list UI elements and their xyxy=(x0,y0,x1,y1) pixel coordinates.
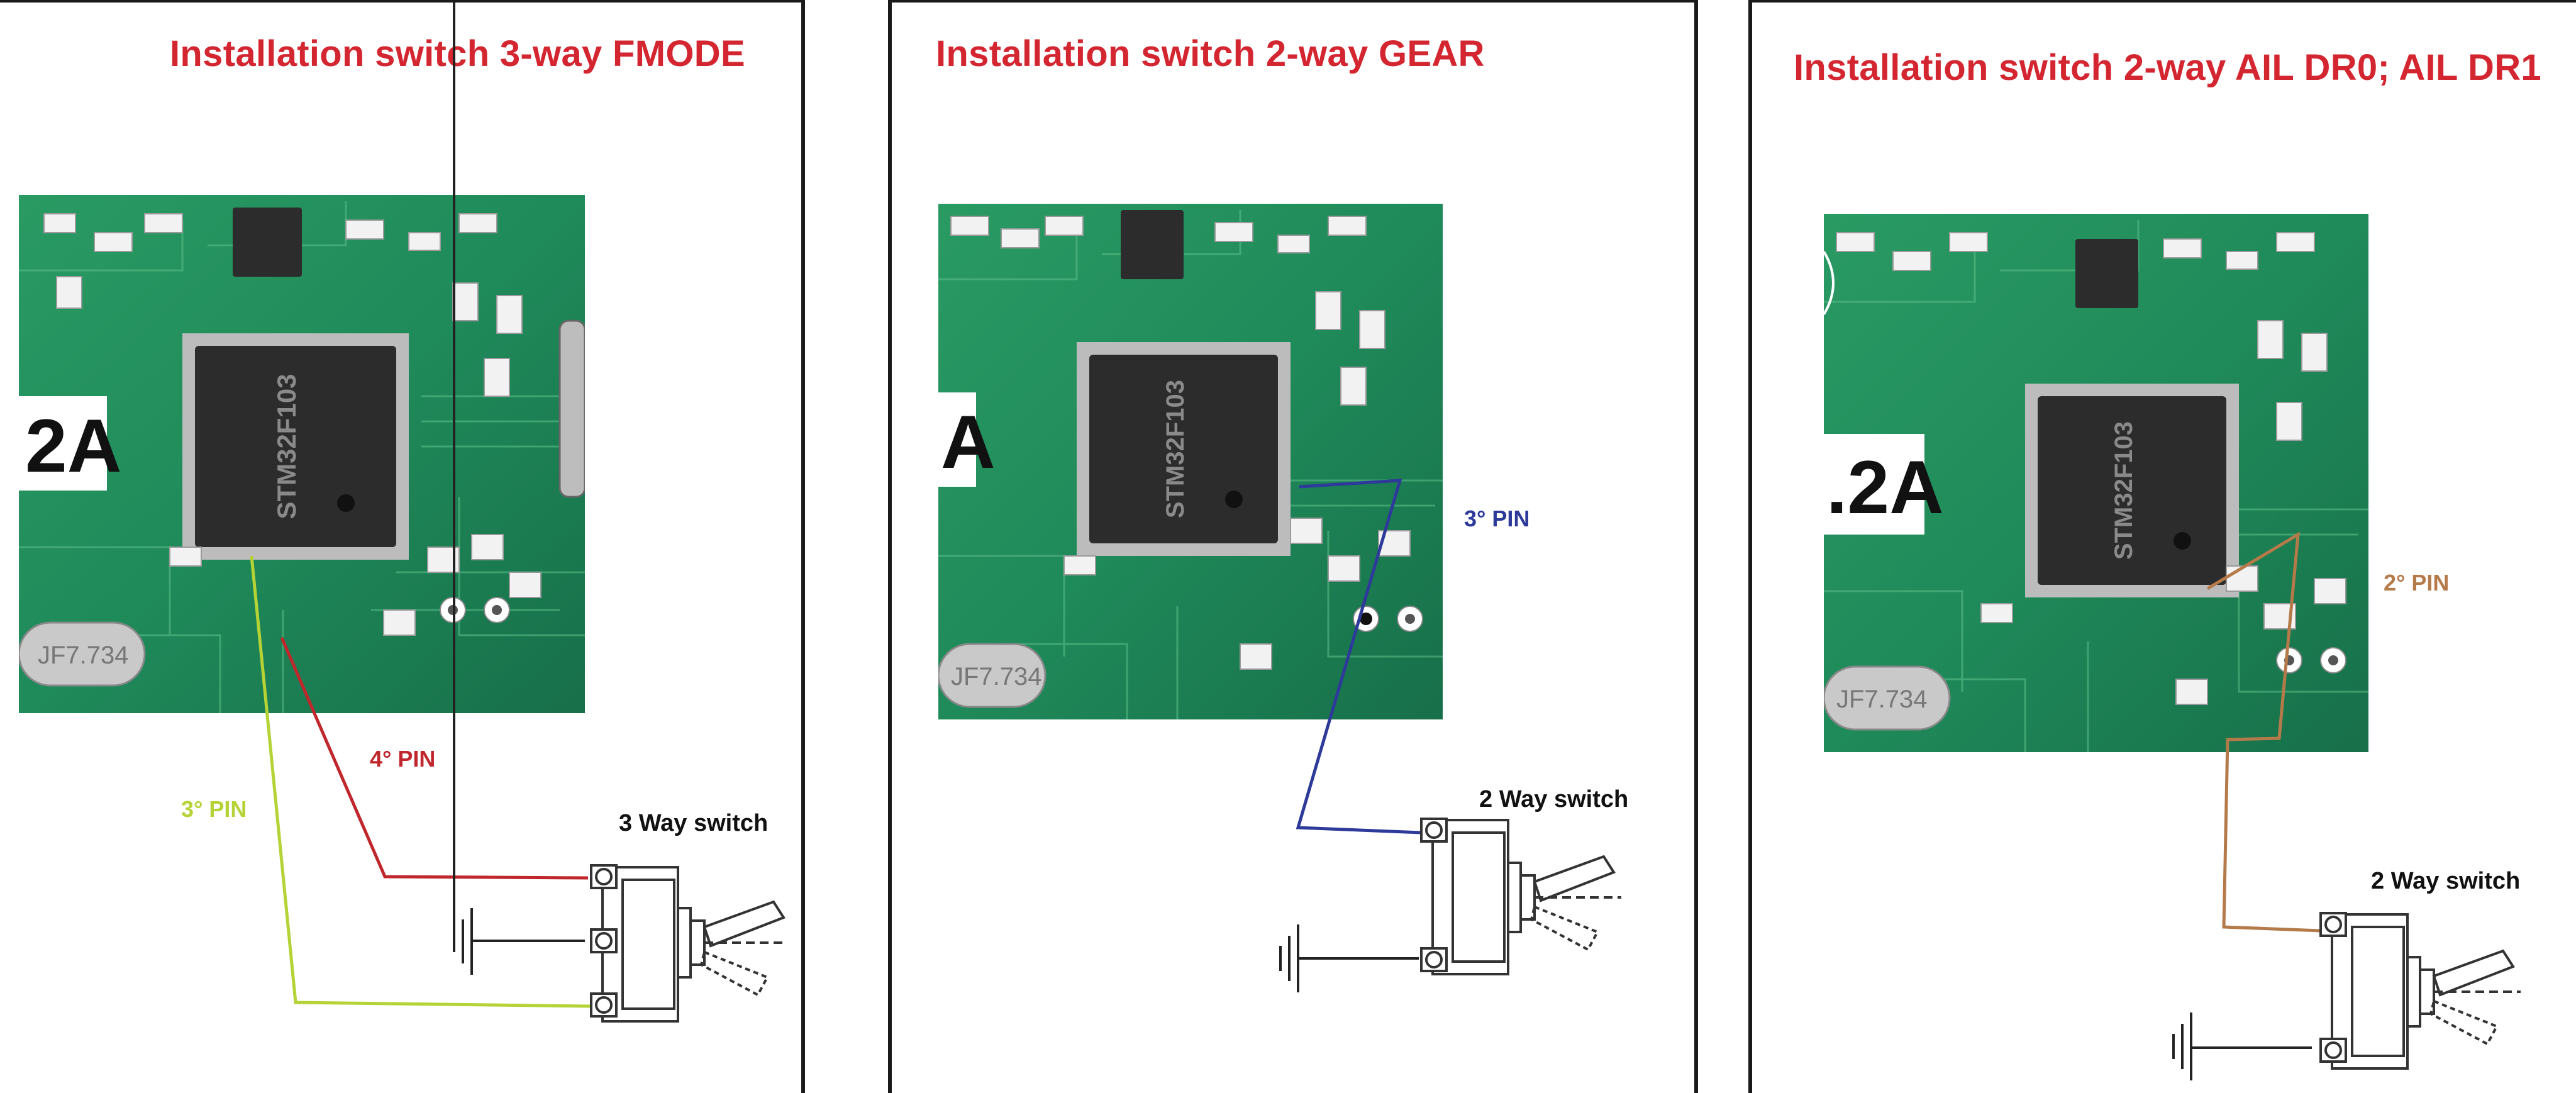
pcb-board-image: 2A STM32F103 JF7.734 xyxy=(19,195,585,713)
wiring-overlay xyxy=(250,3,786,1023)
switch-label: 3 Way switch xyxy=(619,810,769,836)
crystal-label: JF7.734 xyxy=(951,663,1042,691)
toggle-switch-3way xyxy=(590,864,786,1023)
pcb-board-image: .2A STM32F103 JF7.734 xyxy=(1824,214,2368,752)
board-label-text: 2A xyxy=(25,404,121,488)
panel-title: Installation switch 3-way FMODE xyxy=(170,33,745,74)
pcb-photo: 2A STM32F103 JF7.734 xyxy=(19,195,585,713)
chip-marking: STM32F103 xyxy=(272,374,301,519)
pcb-photo: .2A STM32F103 JF7.734 xyxy=(1824,214,2368,752)
ground-symbol xyxy=(1279,924,1419,992)
wiring-overlay xyxy=(1279,479,1621,992)
panel-fmode: Installation switch 3-way FMODE 2A STM32… xyxy=(0,0,805,1093)
wiring-overlay xyxy=(2172,531,2521,1080)
wire-4-pin xyxy=(280,637,589,880)
wire-label-3-pin: 3° PIN xyxy=(1464,506,1530,531)
wire-label-3-pin: 3° PIN xyxy=(181,796,247,822)
panel-ail-dr: Installation switch 2-way AIL DR0; AIL D… xyxy=(1748,0,2576,1093)
wire-3-pin xyxy=(1296,479,1422,835)
panel-gear: Installation switch 2-way GEAR A STM32F1… xyxy=(888,0,1698,1093)
chip-marking: STM32F103 xyxy=(1162,380,1189,518)
wire-2-pin xyxy=(2206,531,2321,933)
ground-symbol xyxy=(2172,1013,2312,1080)
switch-label: 2 Way switch xyxy=(2371,868,2521,894)
ground-symbol xyxy=(453,3,585,975)
toggle-switch-2way xyxy=(1420,818,1621,975)
crystal-label: JF7.734 xyxy=(1836,685,1928,713)
switch-label: 2 Way switch xyxy=(1479,786,1629,813)
board-label-text: A xyxy=(941,400,996,484)
wire-label-2-pin: 2° PIN xyxy=(2384,570,2450,596)
pcb-board-image: A STM32F103 JF7.734 xyxy=(938,204,1443,719)
toggle-switch-2way xyxy=(2319,912,2521,1070)
crystal-label: JF7.734 xyxy=(38,641,129,669)
panel-title: Installation switch 2-way GEAR xyxy=(936,33,1485,74)
panel-title: Installation switch 2-way AIL DR0; AIL D… xyxy=(1794,47,2541,88)
chip-marking: STM32F103 xyxy=(2110,421,2138,560)
board-label-text: .2A xyxy=(1826,445,1944,530)
wire-label-4-pin: 4° PIN xyxy=(370,746,436,772)
pcb-photo: A STM32F103 JF7.734 xyxy=(938,204,1443,719)
wire-3-pin xyxy=(250,555,592,1008)
